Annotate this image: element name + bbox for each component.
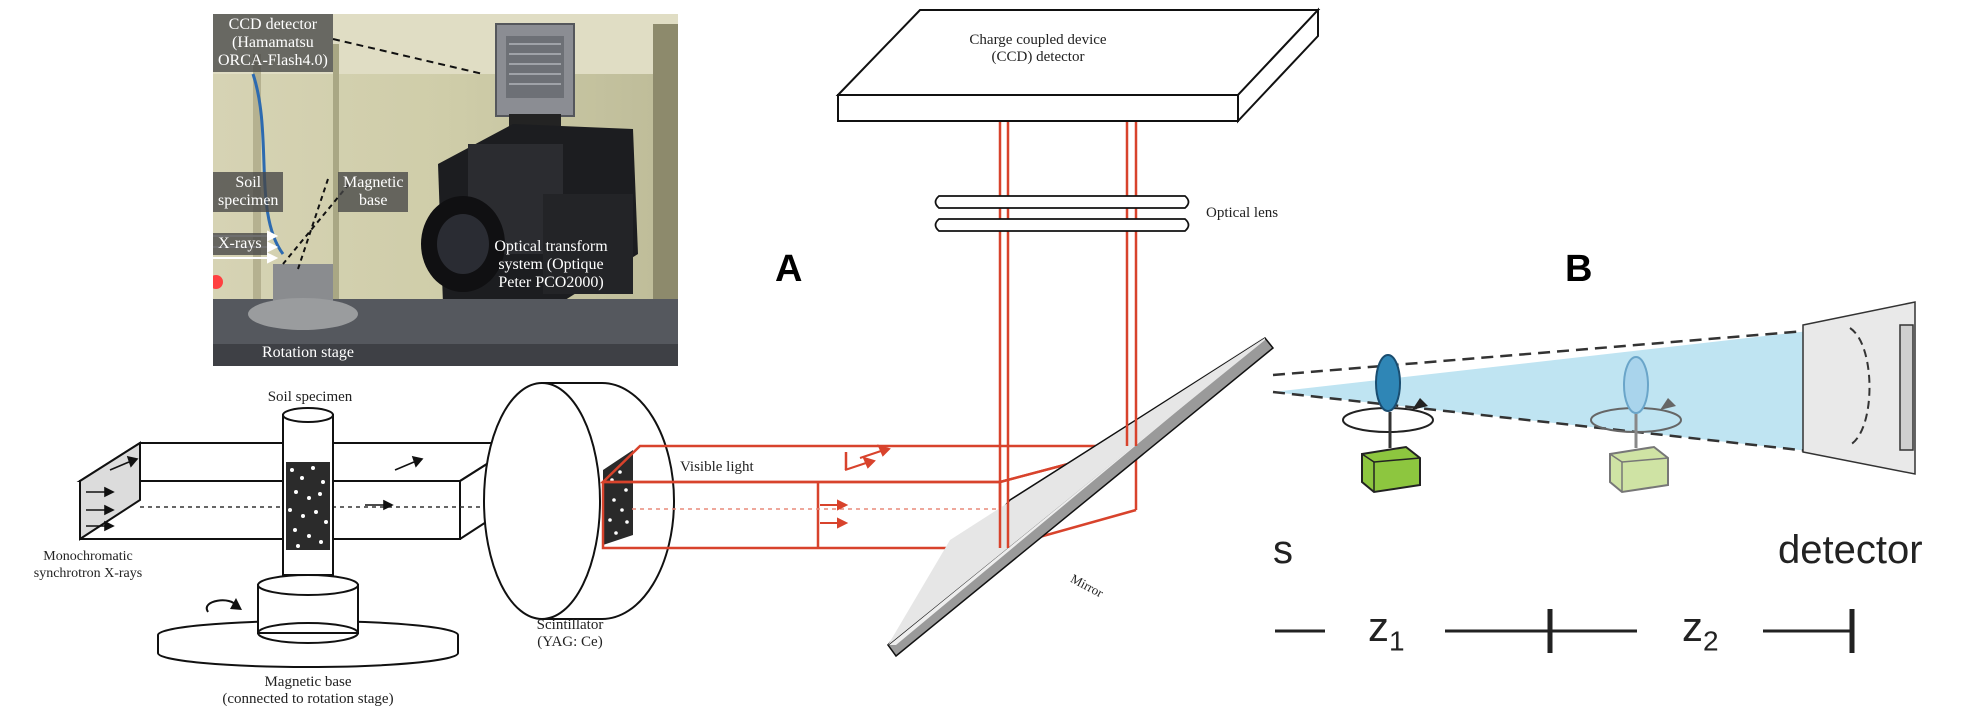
photo-label-rotation-stage: Rotation stage <box>262 344 354 361</box>
photo-label-ccd-detector: CCD detector (Hamamatsu ORCA-Flash4.0) <box>213 14 333 72</box>
mono-xrays-label: Monochromatic synchrotron X-rays <box>33 549 143 581</box>
z1-label: z1 <box>1368 603 1405 657</box>
scintillator-label: Scintillator (YAG: Ce) <box>536 617 604 650</box>
magnetic-base <box>157 574 459 668</box>
photo-label-xrays: X-rays <box>213 233 267 255</box>
panel-label-a: A <box>775 248 803 290</box>
z2-subscript: 2 <box>1703 625 1719 657</box>
magnetic-base-label: Magnetic base (connected to rotation sta… <box>222 674 394 707</box>
panel-label-b: B <box>1565 248 1593 290</box>
ccd-detector-slab <box>835 7 1321 124</box>
light-arrows <box>820 444 891 529</box>
z1-letter: z <box>1368 603 1389 650</box>
source-label: s <box>1273 528 1293 572</box>
optical-lens-label: Optical lens <box>1206 205 1279 221</box>
scintillator <box>483 382 675 620</box>
mirror <box>886 336 1275 658</box>
ccd-device-label: Charge coupled device (CCD) detector <box>969 32 1107 65</box>
panel-b-setup <box>1272 301 1916 653</box>
photo-label-soil-specimen: Soil specimen <box>213 172 284 212</box>
detector-label: detector <box>1778 528 1923 572</box>
photo-label-optical-transform: Optical transform system (Optique Peter … <box>494 238 608 291</box>
soil-specimen-column <box>282 407 334 576</box>
experiment-photo: CCD detector (Hamamatsu ORCA-Flash4.0) S… <box>213 14 678 366</box>
reflected-beams <box>998 120 1138 548</box>
xray-arrows <box>86 455 424 532</box>
z2-label: z2 <box>1682 603 1719 657</box>
visible-light-label: Visible light <box>680 459 754 475</box>
photo-label-magnetic-base: Magnetic base <box>338 172 409 212</box>
z2-letter: z <box>1682 603 1703 650</box>
optical-lens <box>934 195 1190 232</box>
z1-subscript: 1 <box>1389 625 1405 657</box>
photo-scene <box>213 14 678 366</box>
soil-specimen-label: Soil specimen <box>267 389 353 405</box>
